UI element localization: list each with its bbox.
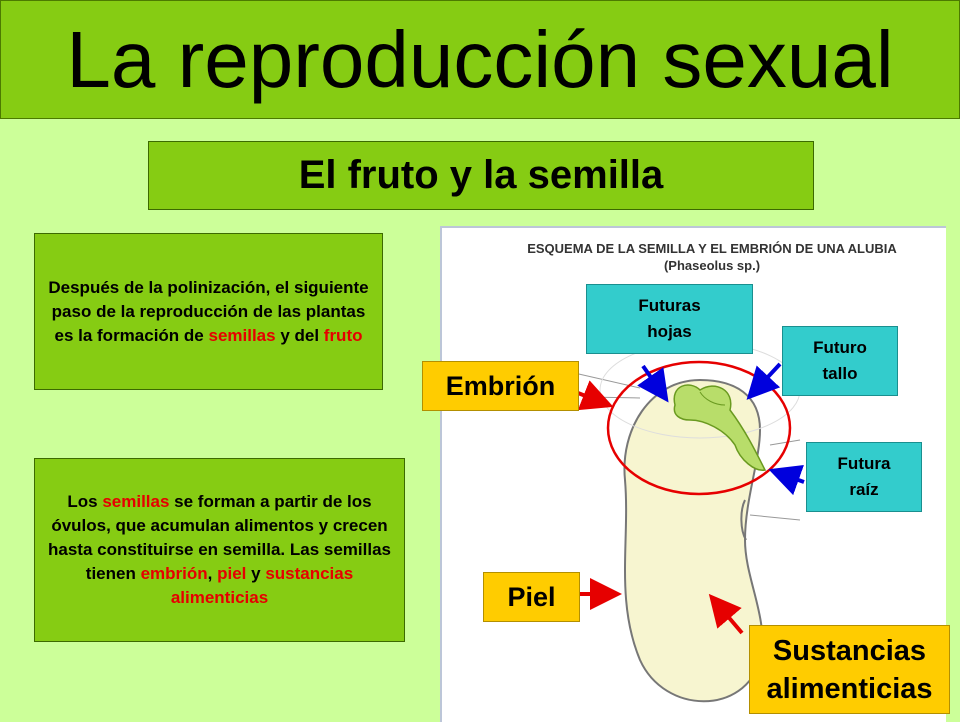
text-box-polinizacion: Después de la polinización, el siguiente… xyxy=(34,233,383,390)
label-piel-text: Piel xyxy=(507,581,556,612)
label-embrion: Embrión xyxy=(422,361,579,411)
box2-text-2: se forman a partir de los óvulos, que ac… xyxy=(48,492,391,583)
box2-word-semillas: semillas xyxy=(102,492,170,511)
label-sustancias-text: Sustancias alimenticias xyxy=(766,634,933,705)
embryo-shape xyxy=(673,384,767,471)
subtitle-box: El fruto y la semilla xyxy=(148,141,814,210)
subtitle-text: El fruto y la semilla xyxy=(298,153,664,197)
box2-word-embrion: embrión xyxy=(140,564,208,583)
arrow-tallo xyxy=(746,362,782,400)
box2-word-piel: piel xyxy=(217,564,247,583)
label-futuras-hojas-text: Futuras hojas xyxy=(638,296,701,341)
label-futuro-tallo: Futuro tallo xyxy=(782,326,898,396)
box2-word-sustancias: sustancias alimenticias xyxy=(170,564,354,607)
box1-text-1: Después de la polinización, el siguiente… xyxy=(48,277,369,345)
arrow-embrion xyxy=(577,380,614,411)
label-futuro-tallo-text: Futuro tallo xyxy=(813,338,867,383)
label-sustancias-alimenticias: Sustancias alimenticias xyxy=(749,625,950,714)
box1-word-fruto: fruto xyxy=(323,325,363,345)
label-embrion-text: Embrión xyxy=(445,370,556,401)
label-futura-raiz: Futura raíz xyxy=(806,442,922,512)
box2-text-1: Los xyxy=(67,492,103,511)
label-futura-raiz-text: Futura raíz xyxy=(837,454,891,499)
box1-word-semillas: semillas xyxy=(208,325,276,345)
page-title: La reproducción sexual xyxy=(66,14,894,104)
label-futuras-hojas: Futuras hojas xyxy=(586,284,753,354)
text-box-semillas: Los semillas se forman a partir de los ó… xyxy=(34,458,405,642)
seed-hilum xyxy=(740,499,747,541)
box2-text-4: y xyxy=(246,564,266,583)
arrow-hojas xyxy=(637,364,669,403)
arrow-sustancias xyxy=(708,593,744,635)
box1-text-2: y del xyxy=(275,325,324,345)
embryo-highlight-circle xyxy=(606,360,792,496)
title-bar: La reproducción sexual xyxy=(0,0,960,119)
label-piel: Piel xyxy=(483,572,580,622)
box2-text-3: , xyxy=(207,564,218,583)
arrow-raiz xyxy=(768,465,805,496)
diagram-title: ESQUEMA DE LA SEMILLA Y EL EMBRIÓN DE UN… xyxy=(527,241,897,273)
